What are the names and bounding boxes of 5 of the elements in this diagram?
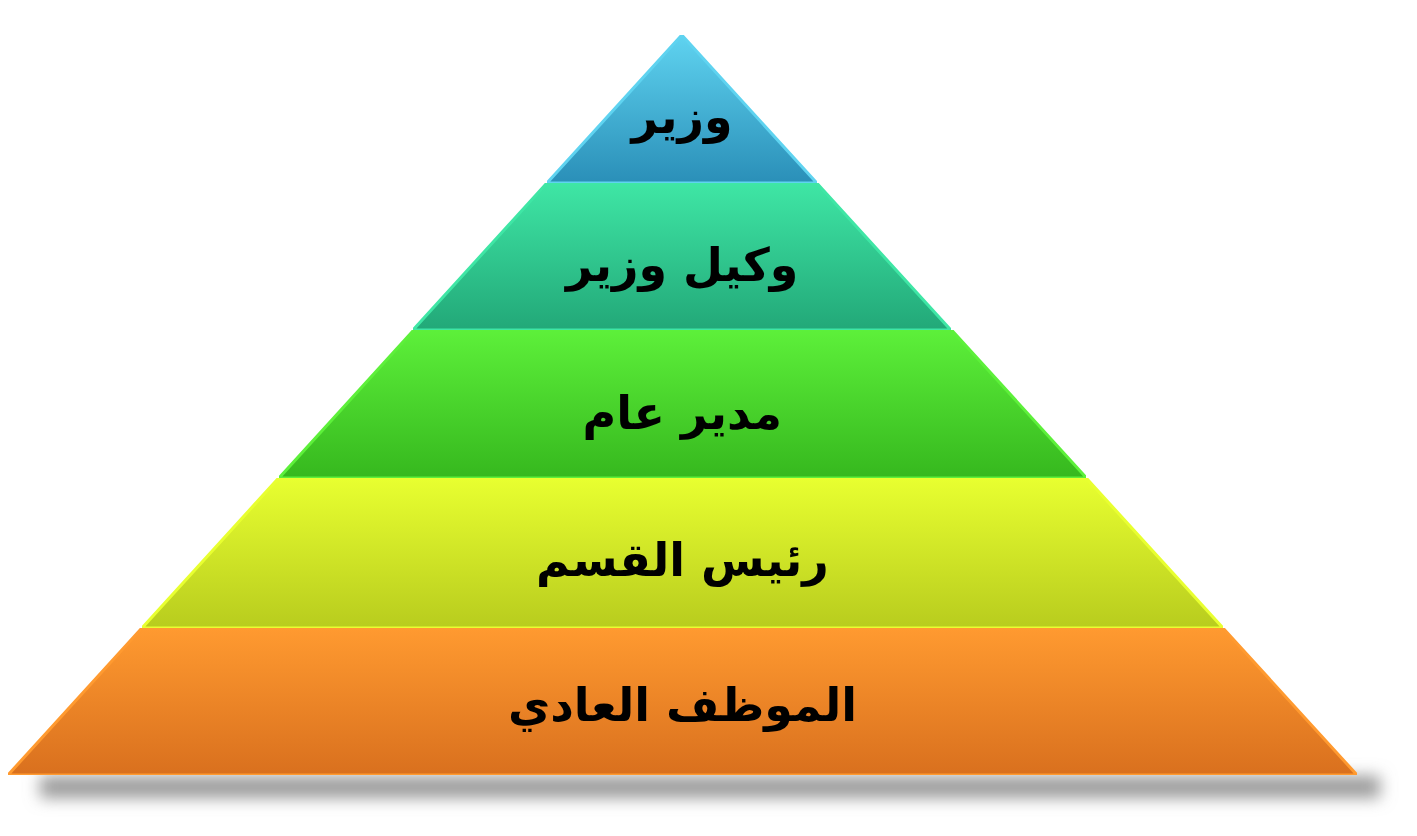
level-label: مدير عام bbox=[582, 388, 782, 439]
level-label: وكيل وزير bbox=[566, 240, 799, 291]
level-label: وزير bbox=[631, 92, 733, 143]
level-label: الموظف العادي bbox=[508, 680, 857, 731]
level-label: رئيس القسم bbox=[536, 535, 829, 586]
